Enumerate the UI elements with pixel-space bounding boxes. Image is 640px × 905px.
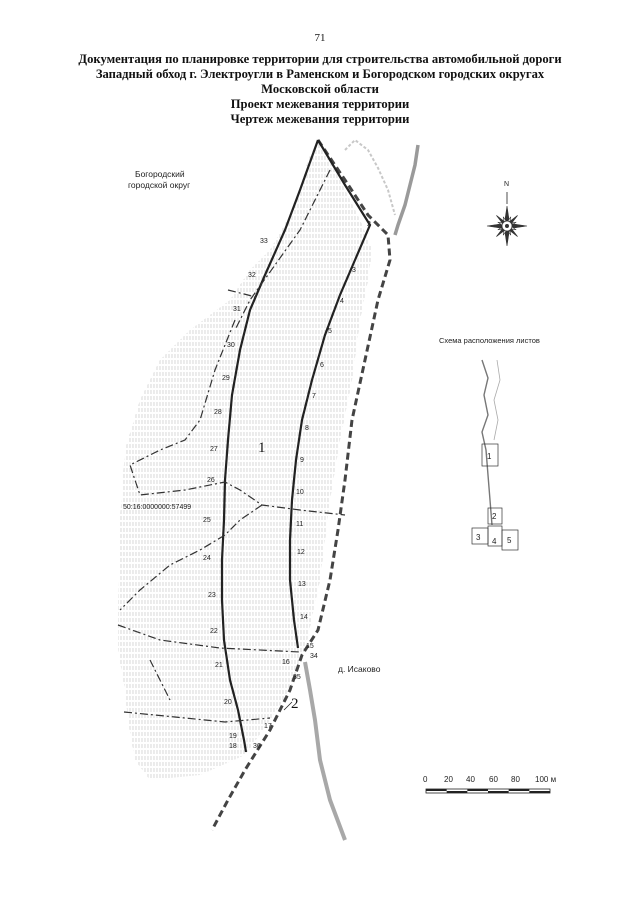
dashdot-boundary-4: [117, 624, 301, 653]
point-label-31: 31: [233, 306, 241, 313]
point-label-13: 13: [298, 581, 306, 588]
scale-tick-label: 40: [466, 775, 475, 784]
point-label-21: 21: [215, 662, 223, 669]
road-north: [393, 144, 420, 236]
road-south: [303, 661, 347, 841]
point-label-17: 17: [264, 723, 272, 730]
title-line-3: Московской области: [261, 82, 379, 96]
point-label-7: 7: [312, 393, 316, 400]
dashdot-boundary-6: [149, 659, 171, 701]
outer-boundary-right: [210, 139, 392, 831]
sheet-5-label: 5: [507, 536, 512, 545]
dashdot-boundary-west: [234, 169, 331, 331]
point-label-29: 29: [222, 375, 230, 382]
compass-center-dot: [505, 224, 509, 228]
point-label-36: 36: [253, 743, 261, 750]
scale-tick-label: 0: [423, 775, 428, 784]
parcel-boundary-right: [288, 139, 372, 649]
scale-segment: [508, 789, 530, 791]
sheet-5-box: [501, 529, 519, 551]
scale-bar: 0 20 40 60 80 100 м: [423, 775, 556, 794]
point-label-20: 20: [224, 699, 232, 706]
point-label-15: 15: [306, 643, 314, 650]
point-label-35: 35: [293, 674, 301, 681]
point-label-26: 26: [207, 477, 215, 484]
point-label-30: 30: [227, 342, 235, 349]
dashdot-boundary-1: [227, 289, 259, 299]
scale-tick-label: 60: [489, 775, 498, 784]
sheet-scheme-title: Схема расположения листов: [439, 336, 540, 345]
title-line-1: Документация по планировке территории дл…: [78, 52, 562, 66]
sheet-2-box: [487, 507, 503, 525]
sheet-1-label: 1: [487, 452, 492, 461]
dashdot-boundary-5: [123, 711, 271, 723]
parcel-2-label: 2: [291, 696, 299, 712]
parcel-2-leader: [283, 701, 293, 711]
north-label: N: [504, 181, 509, 188]
page-number: 71: [314, 32, 326, 44]
sheet-scheme: Схема расположения листов 1 2 3 4 5: [439, 336, 540, 551]
point-number-labels: 2345678910111213141516171819202122232425…: [203, 221, 371, 750]
point-label-9: 9: [300, 457, 304, 464]
title-line-4: Проект межевания территории: [230, 97, 410, 111]
hatched-territory: [118, 140, 372, 780]
village-label: д. Исаково: [338, 664, 381, 674]
point-label-34: 34: [310, 653, 318, 660]
scale-tick-label: 20: [444, 775, 453, 784]
sheet-scheme-road-2: [493, 359, 501, 441]
sheet-scheme-road: [481, 359, 493, 526]
point-label-2: 2: [367, 221, 371, 228]
point-label-33: 33: [260, 238, 268, 245]
sheet-3-label: 3: [476, 533, 481, 542]
road-branch: [344, 138, 396, 216]
point-label-25: 25: [203, 517, 211, 524]
compass-rose: N: [486, 181, 528, 247]
region-label-line-1: Богородский: [135, 169, 185, 179]
point-label-27: 27: [210, 446, 218, 453]
parcel-boundary-left: [220, 139, 320, 753]
scale-segment: [426, 789, 447, 791]
scale-tick-label: 80: [511, 775, 520, 784]
region-label-line-2: городской округ: [128, 180, 190, 190]
parcel-1-label: 1: [258, 440, 266, 456]
point-label-16: 16: [282, 659, 290, 666]
scale-segment: [467, 789, 488, 791]
point-label-3: 3: [352, 267, 356, 274]
point-label-22: 22: [210, 628, 218, 635]
point-label-12: 12: [297, 549, 305, 556]
point-label-24: 24: [203, 555, 211, 562]
point-label-8: 8: [305, 425, 309, 432]
sheet-1-box: [481, 443, 499, 467]
dashdot-boundary-3: [119, 504, 263, 611]
point-label-4: 4: [340, 298, 344, 305]
scale-tick-label: 100 м: [535, 775, 556, 784]
point-label-23: 23: [208, 592, 216, 599]
point-label-6: 6: [320, 362, 324, 369]
point-label-18: 18: [229, 743, 237, 750]
sheet-4-label: 4: [492, 537, 497, 546]
point-label-11: 11: [296, 521, 303, 528]
point-label-10: 10: [296, 489, 304, 496]
point-label-19: 19: [229, 733, 237, 740]
point-label-28: 28: [214, 409, 222, 416]
title-line-5: Чертеж межевания территории: [230, 112, 410, 126]
title-line-2: Западный обход г. Электроугли в Раменско…: [95, 67, 545, 81]
point-label-14: 14: [300, 614, 308, 621]
point-label-32: 32: [248, 272, 256, 279]
scale-segment: [488, 791, 509, 793]
sheet-2-label: 2: [492, 512, 497, 521]
cadastral-number: 50:16:0000000:57499: [123, 504, 191, 511]
document-title: Документация по планировке территории дл…: [40, 52, 600, 127]
scale-segment: [529, 791, 550, 793]
point-label-5: 5: [328, 328, 332, 335]
scale-segment: [446, 791, 468, 793]
